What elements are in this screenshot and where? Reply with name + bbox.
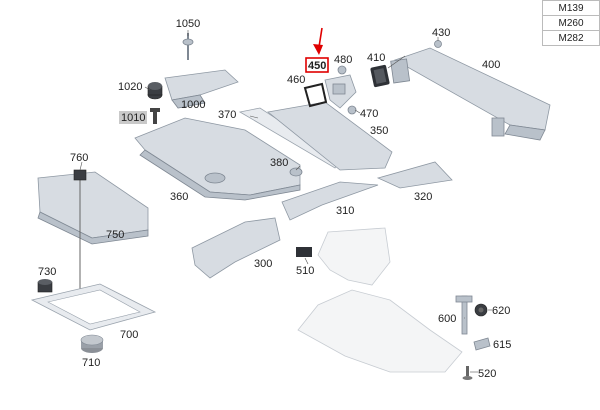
variant-cell[interactable]: M139 [542, 0, 600, 16]
label-450[interactable]: 450 [308, 60, 326, 72]
label-320[interactable]: 320 [414, 191, 432, 203]
label-430[interactable]: 430 [432, 27, 450, 39]
part-410[interactable] [370, 64, 390, 88]
part-600[interactable] [455, 295, 473, 335]
label-1010-bg [119, 111, 147, 124]
part-cover-upper[interactable] [317, 227, 391, 286]
part-1020[interactable] [147, 82, 163, 100]
label-470[interactable]: 470 [360, 108, 378, 120]
label-370[interactable]: 370 [218, 109, 236, 121]
part-1010[interactable] [150, 108, 160, 124]
part-520[interactable] [462, 366, 473, 380]
part-400[interactable] [390, 47, 551, 141]
part-710[interactable] [80, 334, 104, 353]
label-710[interactable]: 710 [82, 357, 100, 369]
part-310[interactable] [281, 181, 379, 221]
label-480[interactable]: 480 [334, 54, 352, 66]
label-410[interactable]: 410 [367, 52, 385, 64]
highlight-box-450 [305, 57, 329, 73]
label-300[interactable]: 300 [254, 258, 272, 270]
label-615[interactable]: 615 [493, 339, 511, 351]
part-730[interactable] [37, 279, 53, 293]
label-760[interactable]: 760 [70, 152, 88, 164]
part-430[interactable] [434, 40, 442, 48]
part-1050[interactable] [182, 33, 194, 60]
label-510[interactable]: 510 [296, 265, 314, 277]
label-360[interactable]: 360 [170, 191, 188, 203]
highlight-arrow [313, 27, 323, 55]
label-1010[interactable]: 1010 [121, 112, 145, 124]
part-320[interactable] [376, 161, 453, 189]
label-460[interactable]: 460 [287, 74, 305, 86]
part-750[interactable] [37, 171, 149, 245]
label-380[interactable]: 380 [270, 157, 288, 169]
part-480[interactable] [337, 65, 347, 75]
label-1020[interactable]: 1020 [118, 81, 142, 93]
label-730[interactable]: 730 [38, 266, 56, 278]
variant-table: M139 M260 M282 [542, 0, 600, 46]
leader-lines [79, 30, 492, 373]
part-450[interactable] [324, 74, 357, 109]
part-615[interactable] [473, 337, 491, 351]
variant-cell[interactable]: M282 [542, 30, 600, 46]
part-300[interactable] [191, 217, 281, 279]
part-510[interactable] [296, 247, 312, 257]
label-1050[interactable]: 1050 [176, 18, 200, 30]
part-620[interactable] [474, 303, 488, 317]
part-360[interactable] [134, 117, 301, 201]
part-1000[interactable] [164, 69, 239, 109]
label-700[interactable]: 700 [120, 329, 138, 341]
label-520[interactable]: 520 [478, 368, 496, 380]
label-600[interactable]: 600 [438, 313, 456, 325]
variant-cell[interactable]: M260 [542, 15, 600, 31]
part-470[interactable] [347, 105, 357, 115]
label-1000[interactable]: 1000 [181, 99, 205, 111]
part-460[interactable] [303, 82, 328, 108]
part-700[interactable] [30, 283, 157, 331]
part-cover-lower[interactable] [297, 289, 463, 373]
label-400[interactable]: 400 [482, 59, 500, 71]
label-620[interactable]: 620 [492, 305, 510, 317]
label-310[interactable]: 310 [336, 205, 354, 217]
label-350[interactable]: 350 [370, 125, 388, 137]
label-750[interactable]: 750 [106, 229, 124, 241]
part-380[interactable] [289, 167, 303, 177]
